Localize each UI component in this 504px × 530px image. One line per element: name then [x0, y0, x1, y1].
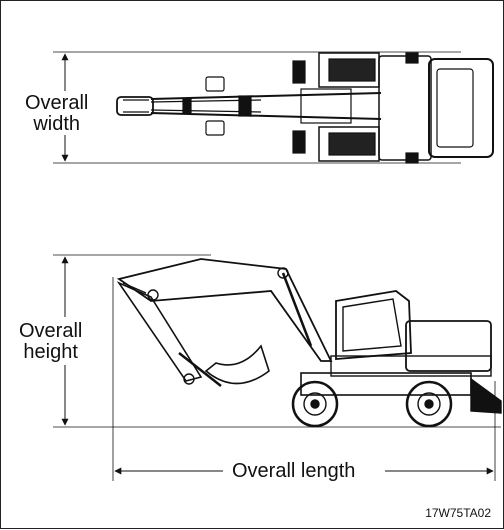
overall-width-label: Overall width — [25, 92, 89, 135]
overall-width-label-line1: Overall — [25, 92, 89, 114]
side-view-excavator — [53, 254, 502, 481]
top-view-excavator — [53, 51, 494, 164]
overall-width-label-line2: width — [33, 113, 81, 135]
overall-height-label-line2: height — [23, 341, 78, 363]
figure-code: 17W75TA02 — [425, 506, 491, 520]
overall-height-label-line1: Overall — [19, 320, 83, 342]
overall-length-label: Overall length — [226, 461, 362, 482]
overall-height-label: Overall height — [19, 320, 83, 363]
